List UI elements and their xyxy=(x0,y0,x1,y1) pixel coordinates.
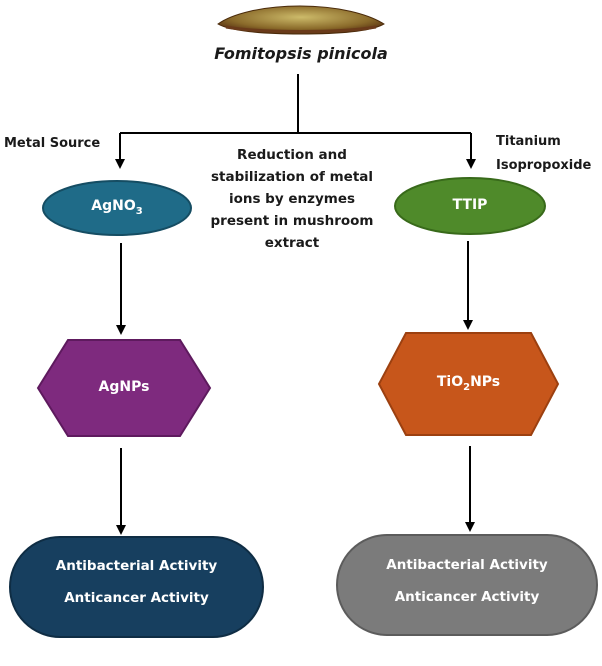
reduction-description: Reduction and stabilization of metal ion… xyxy=(204,144,380,254)
reduction-line-2: stabilization of metal xyxy=(210,169,374,185)
titanium-label-line2: Isopropoxide xyxy=(496,158,592,173)
titanium-label-line1: Titanium xyxy=(496,134,561,149)
metal-source-label: Metal Source xyxy=(4,136,101,151)
reduction-line-5: extract xyxy=(264,235,320,251)
ttip-node xyxy=(394,177,546,235)
right-activity-box xyxy=(336,534,598,636)
agno3-label-main: AgNO xyxy=(91,198,136,214)
agno3-label: AgNO3 xyxy=(43,198,191,217)
diagram-title: Fomitopsis pinicola xyxy=(214,44,388,63)
right-activity-list: Antibacterial Activity Anticancer Activi… xyxy=(337,549,597,613)
left-activity-list: Antibacterial Activity Anticancer Activi… xyxy=(10,550,263,614)
right-antibacterial-label: Antibacterial Activity xyxy=(386,557,548,573)
tio2nps-label-pre: TiO xyxy=(436,374,464,390)
ttip-label: TTIP xyxy=(452,197,488,213)
left-antibacterial-label: Antibacterial Activity xyxy=(55,558,218,574)
left-anticancer-label: Anticancer Activity xyxy=(64,590,209,606)
tio2nps-label-sub: 2 xyxy=(463,381,471,393)
reduction-line-3: ions by enzymes xyxy=(228,191,356,207)
agnps-label: AgNPs xyxy=(98,379,150,395)
left-activity-box xyxy=(9,536,264,638)
tio2nps-label-post: NPs xyxy=(470,374,501,390)
tio2nps-node xyxy=(377,332,560,436)
agno3-label-sub: 3 xyxy=(135,205,143,217)
reduction-line-1: Reduction and xyxy=(237,147,347,163)
agnps-node xyxy=(36,339,212,437)
right-anticancer-label: Anticancer Activity xyxy=(394,589,540,605)
tio2nps-label: TiO2NPs xyxy=(379,374,558,393)
titanium-label: Titanium Isopropoxide xyxy=(496,130,591,178)
reduction-line-4: present in mushroom xyxy=(210,213,374,229)
agno3-node xyxy=(42,180,192,236)
mushroom-bracket-icon xyxy=(217,5,385,35)
